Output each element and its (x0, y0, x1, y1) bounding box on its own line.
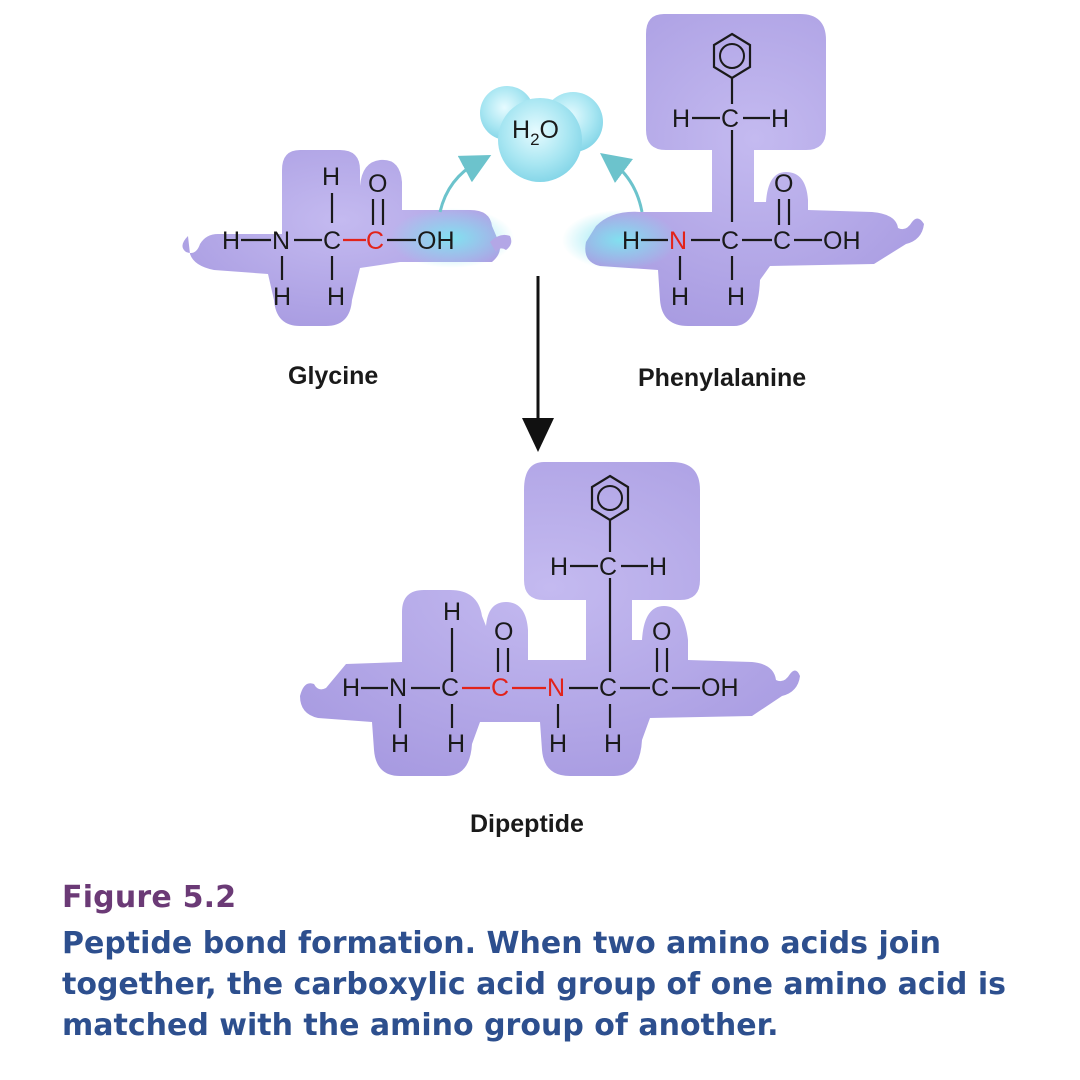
phenylalanine-molecule: H C H H N C C OH O H H Phenylalanine (562, 14, 924, 392)
dipeptide-molecule: H C H H N C C N C C OH H O O H H H (300, 462, 800, 838)
dipeptide-h-n2: H (549, 730, 567, 758)
phenylalanine-oh: OH (823, 227, 861, 255)
dipeptide-n1: N (389, 674, 407, 702)
dipeptide-o1: O (494, 618, 513, 646)
arrow-water-from-glycine (438, 154, 492, 213)
glycine-h-left: H (222, 227, 240, 255)
reaction-arrow (522, 276, 554, 452)
glycine-o-top: O (368, 170, 387, 198)
dipeptide-c2: C (491, 674, 509, 702)
phenylalanine-ch2-h-left: H (672, 105, 690, 133)
glycine-c-alpha: C (323, 227, 341, 255)
water-molecule: H2O (480, 86, 603, 182)
dipeptide-h-c1: H (447, 730, 465, 758)
phenylalanine-ch2-h-right: H (771, 105, 789, 133)
glycine-shape (182, 150, 500, 326)
dipeptide-h-left: H (342, 674, 360, 702)
glycine-h-n: H (273, 283, 291, 311)
phenylalanine-amino-glow (562, 210, 678, 270)
figure-caption: Figure 5.2 Peptide bond formation. When … (62, 880, 1022, 1046)
figure-number: Figure 5.2 (62, 880, 237, 915)
glycine-oh: OH (417, 227, 455, 255)
dipeptide-c3: C (599, 674, 617, 702)
glycine-h-top: H (322, 163, 340, 191)
glycine-carboxyl-glow (390, 208, 514, 268)
phenylalanine-o-top: O (774, 170, 793, 198)
glycine-molecule: H N C C OH H O H H Glycine (182, 150, 514, 390)
glycine-h-c: H (327, 283, 345, 311)
dipeptide-n2: N (547, 674, 565, 702)
glycine-c-carboxyl: C (366, 227, 384, 255)
peptide-bond-diagram: H N C C OH H O H H Glycine H2O H (182, 14, 924, 838)
dipeptide-ch2-h-right: H (649, 553, 667, 581)
dipeptide-h-c3: H (604, 730, 622, 758)
phenylalanine-h-left: H (622, 227, 640, 255)
caption-text: Peptide bond formation. When two amino a… (62, 926, 1006, 1043)
dipeptide-ch2-c: C (599, 553, 617, 581)
phenylalanine-h-n: H (671, 283, 689, 311)
phenylalanine-shape (585, 14, 924, 326)
dipeptide-c1: C (441, 674, 459, 702)
phenylalanine-label: Phenylalanine (638, 364, 806, 392)
dipeptide-h-top: H (443, 598, 461, 626)
dipeptide-ch2-h-left: H (550, 553, 568, 581)
dipeptide-h-n1: H (391, 730, 409, 758)
dipeptide-o2: O (652, 618, 671, 646)
phenylalanine-n: N (669, 227, 687, 255)
dipeptide-label: Dipeptide (470, 810, 584, 838)
dipeptide-c4: C (651, 674, 669, 702)
water-label: H2O (512, 116, 559, 149)
phenylalanine-c-carboxyl: C (773, 227, 791, 255)
phenylalanine-h-c: H (727, 283, 745, 311)
glycine-n: N (272, 227, 290, 255)
dipeptide-shape (300, 462, 800, 776)
glycine-label: Glycine (288, 362, 378, 390)
dipeptide-oh: OH (701, 674, 739, 702)
arrow-water-from-phenylalanine (600, 152, 644, 213)
phenylalanine-ch2-c: C (721, 105, 739, 133)
phenylalanine-c-alpha: C (721, 227, 739, 255)
glycine-right-hook (490, 234, 512, 252)
